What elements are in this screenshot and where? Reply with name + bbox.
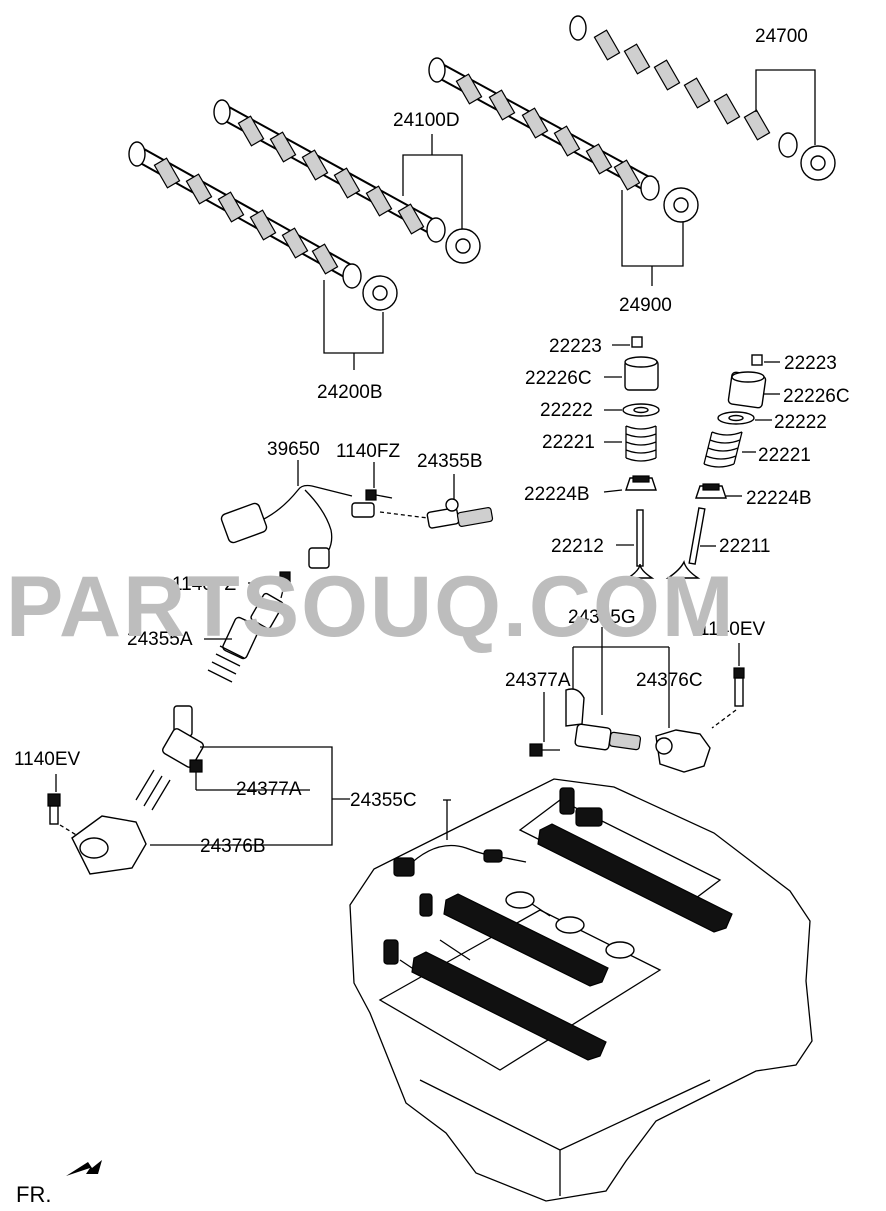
bolt-24377A-right [529, 692, 560, 757]
ocv-24355C-valve [135, 705, 204, 811]
sprocket-24900 [663, 187, 699, 223]
valve-22212 [625, 509, 655, 579]
callout-22224B-left: 22224B [524, 484, 590, 505]
bolt-24377A-left [189, 759, 203, 790]
sprocket-24700 [800, 145, 836, 181]
valve-seal-22224B-right [695, 483, 727, 499]
valve-spring-22221-right [703, 431, 743, 468]
callout-22223-left: 22223 [549, 336, 602, 357]
leader-24200B [323, 280, 384, 370]
ocv-housing-24376C [655, 729, 711, 773]
tappet-22226C-right [727, 371, 767, 409]
leader-24355C [150, 746, 350, 846]
callout-24700: 24700 [755, 26, 808, 47]
retainer-lock-22223-right [751, 354, 763, 366]
ocv-housing-24376B [71, 815, 147, 875]
retainer-lock-22223-left [631, 336, 643, 348]
callout-24377A-left: 24377A [236, 779, 302, 800]
camshaft-24100D [213, 99, 446, 243]
valve-seal-22224B-left [625, 475, 657, 491]
valve-22211 [665, 507, 706, 579]
callout-24355B: 24355B [417, 451, 483, 472]
callout-24376C: 24376C [636, 670, 703, 691]
ocv-24355G-valve [565, 688, 642, 751]
callout-24355A: 24355A [127, 629, 193, 650]
callout-22224B-right: 22224B [746, 488, 812, 509]
camshaft-24700 [569, 15, 798, 158]
leader-24355G [572, 627, 670, 728]
camshaft-24200B [128, 141, 362, 289]
callout-22221-left: 22221 [542, 432, 595, 453]
tappet-22226C-left [624, 356, 659, 391]
bolt-1140EV-left [47, 774, 79, 837]
callout-22211: 22211 [719, 536, 770, 557]
leader-24900 [621, 190, 684, 286]
ocv-24355B [426, 474, 494, 529]
callout-1140FZ-top: 1140FZ [336, 441, 400, 462]
callout-22226C-right: 22226C [783, 386, 850, 407]
engine-harness [393, 844, 527, 877]
wiring-harness-39650 [220, 484, 375, 569]
leader-24100D [402, 134, 463, 229]
callout-24100D: 24100D [393, 110, 460, 131]
callout-22222-left: 22222 [540, 400, 593, 421]
watermark: PARTSOUQ.COM [6, 559, 736, 655]
ocv-24355A [207, 592, 284, 683]
callout-24355G: 24355G [568, 607, 636, 628]
bolt-1140FZ-top [365, 489, 393, 501]
bolt-1140FZ-left [279, 571, 291, 599]
sprocket-24200B [362, 275, 398, 311]
callout-24376B: 24376B [200, 836, 266, 857]
callout-24377A-right: 24377A [505, 670, 571, 691]
callout-22226C-left: 22226C [525, 368, 592, 389]
callout-1140EV-left: 1140EV [14, 749, 81, 770]
spring-seat-22222-left [622, 403, 660, 417]
callout-24355C: 24355C [350, 790, 417, 811]
callout-24200B: 24200B [317, 382, 383, 403]
callout-1140EV-right: 1140EV [699, 619, 766, 640]
front-arrow-icon [66, 1160, 102, 1176]
engine-coil-rail-rear [537, 787, 733, 933]
engine-coil-rail-front [383, 893, 609, 1061]
callout-22222-right: 22222 [774, 412, 827, 433]
callout-22223-right: 22223 [784, 353, 837, 374]
valve-spring-22221-left [625, 425, 657, 462]
callout-1140FZ-left: 1140FZ [172, 574, 236, 595]
callout-22212: 22212 [551, 536, 604, 557]
camshaft-24900 [428, 57, 660, 201]
leader-24700 [755, 69, 816, 145]
callout-39650: 39650 [267, 439, 320, 460]
spring-seat-22222-right [717, 411, 755, 425]
bolt-1140EV-right [711, 643, 745, 729]
callout-24900: 24900 [619, 295, 672, 316]
front-marker: FR. [16, 1182, 51, 1207]
sprocket-24100D [445, 228, 481, 264]
callout-22221-right: 22221 [758, 445, 811, 466]
